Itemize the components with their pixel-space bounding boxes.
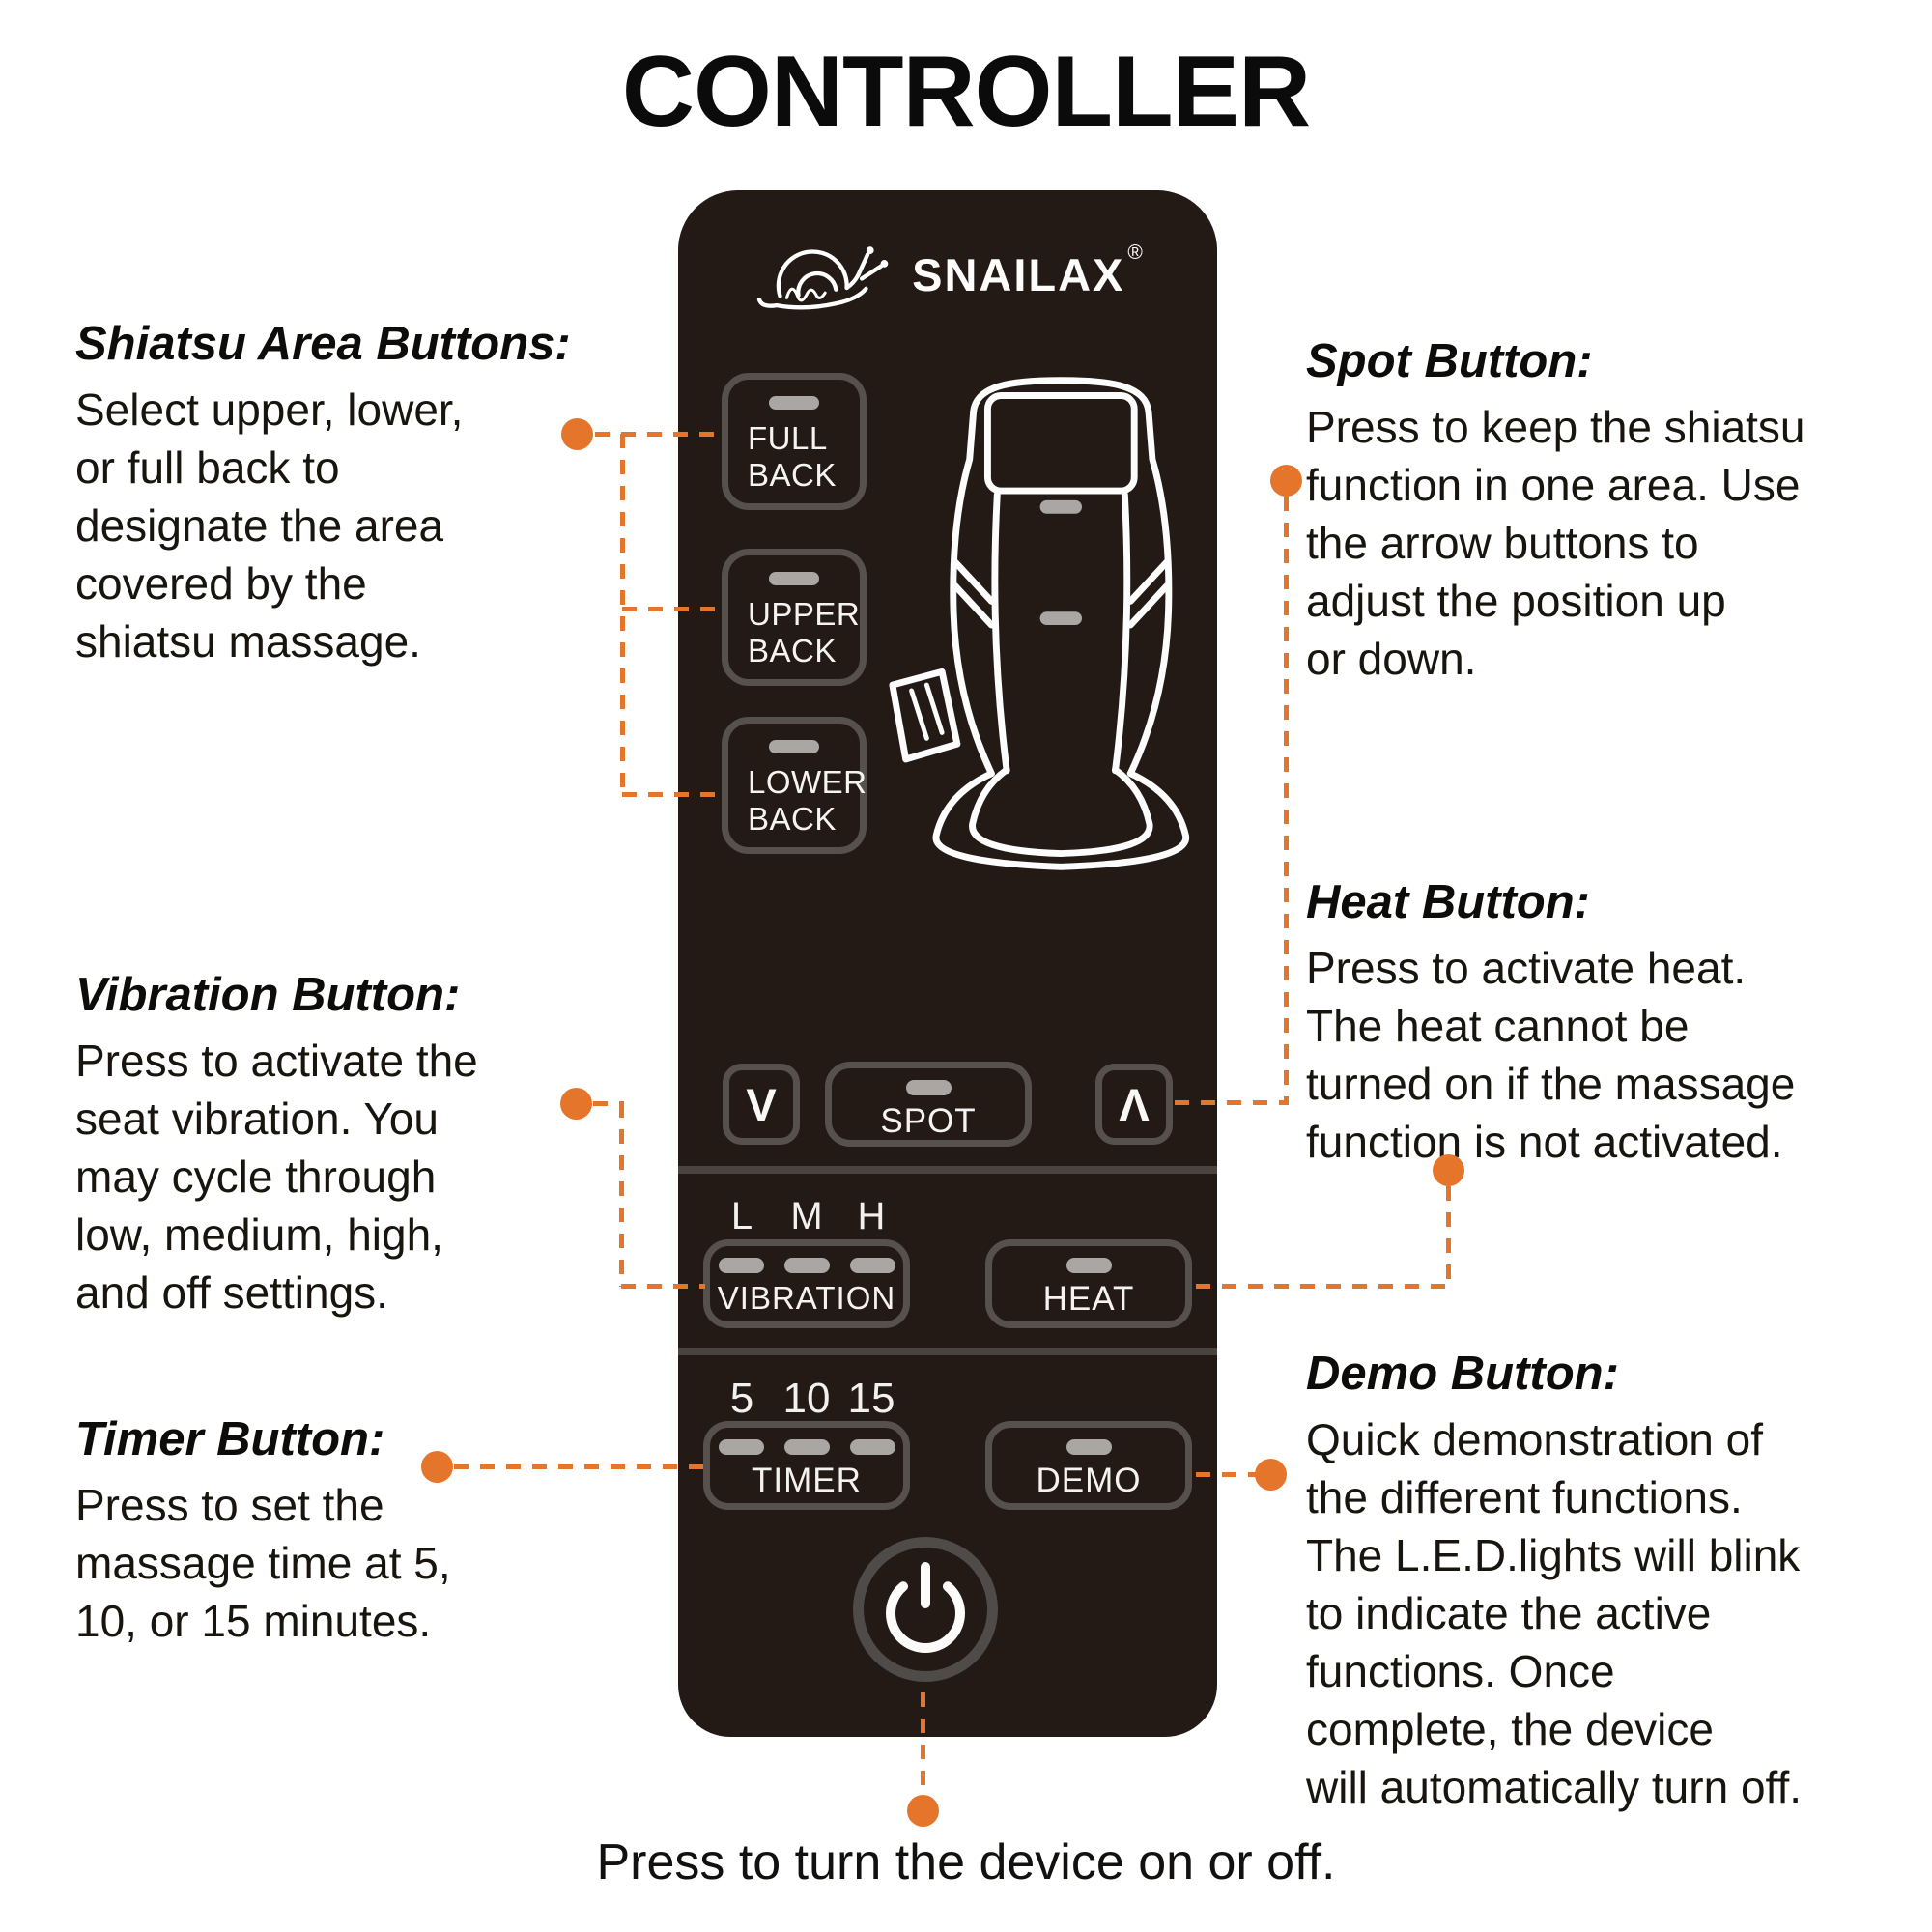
upper-back-button[interactable]: UPPER BACK	[722, 549, 867, 686]
demo-button[interactable]: DEMO	[985, 1421, 1192, 1510]
annotation-shiatsu: Shiatsu Area Buttons: Select upper, lowe…	[75, 317, 571, 670]
connector-line	[622, 607, 722, 611]
led-indicator	[905, 1080, 952, 1095]
annotation-shiatsu-heading: Shiatsu Area Buttons:	[75, 318, 571, 370]
led-indicator	[718, 1258, 764, 1273]
annotation-vibration: Vibration Button: Press to activate the …	[75, 968, 478, 1321]
led-indicator	[849, 1439, 895, 1455]
brand-logo: SNAILAX®	[678, 233, 1217, 317]
spot-button[interactable]: SPOT	[825, 1062, 1032, 1147]
timer-button[interactable]: TIMER	[703, 1421, 910, 1510]
lower-back-label: LOWER BACK	[748, 764, 867, 837]
registered-mark: ®	[1127, 242, 1145, 265]
snail-logo-icon	[753, 233, 898, 317]
annotation-timer: Timer Button: Press to set the massage t…	[75, 1412, 451, 1650]
page-title: CONTROLLER	[621, 36, 1311, 148]
led-indicator	[783, 1439, 830, 1455]
connector-line	[619, 1103, 624, 1287]
annotation-spot-heading: Spot Button:	[1306, 335, 1593, 387]
full-back-label: FULL BACK	[748, 420, 837, 493]
heat-label: HEAT	[1042, 1280, 1135, 1318]
connector-dot-heat	[1433, 1154, 1464, 1186]
connector-dot-shiatsu	[561, 418, 593, 450]
connector-dot-demo	[1255, 1459, 1287, 1491]
connector-line	[1175, 1100, 1289, 1105]
led-indicator	[769, 396, 819, 410]
annotation-heat: Heat Button: Press to activate heat. The…	[1306, 875, 1795, 1171]
connector-line	[595, 432, 722, 437]
connector-dot-power	[907, 1795, 939, 1827]
annotation-shiatsu-body: Select upper, lower, or full back to des…	[75, 384, 464, 667]
lower-back-button[interactable]: LOWER BACK	[722, 717, 867, 854]
annotation-heat-heading: Heat Button:	[1306, 876, 1590, 928]
timer-10-label: 10	[782, 1375, 831, 1422]
full-back-button[interactable]: FULL BACK	[722, 373, 867, 510]
annotation-demo-body: Quick demonstration of the different fun…	[1306, 1414, 1803, 1812]
led-indicator	[718, 1439, 764, 1455]
led-indicator	[1065, 1439, 1112, 1455]
power-symbol-icon	[877, 1559, 974, 1661]
demo-label: DEMO	[1036, 1462, 1142, 1499]
annotation-spot-body: Press to keep the shiatsu function in on…	[1306, 402, 1805, 684]
annotation-demo-heading: Demo Button:	[1306, 1348, 1619, 1400]
connector-dot-timer	[421, 1451, 453, 1483]
connector-line	[593, 1101, 624, 1106]
connector-dot-spot	[1270, 465, 1302, 497]
spot-label: SPOT	[880, 1102, 977, 1140]
connector-line	[620, 434, 625, 796]
connector-line	[921, 1692, 925, 1797]
annotation-vibration-body: Press to activate the seat vibration. Yo…	[75, 1036, 478, 1318]
annotation-demo: Demo Button: Quick demonstration of the …	[1306, 1347, 1802, 1816]
vibration-button[interactable]: VIBRATION	[703, 1239, 910, 1328]
controller-device: SNAILAX® FULL BACK UPPER BACK LOWER BACK	[678, 190, 1217, 1737]
timer-label: TIMER	[752, 1462, 862, 1499]
annotation-timer-heading: Timer Button:	[75, 1413, 385, 1465]
heat-button[interactable]: HEAT	[985, 1239, 1192, 1328]
annotation-vibration-heading: Vibration Button:	[75, 969, 461, 1021]
power-button[interactable]	[853, 1537, 998, 1682]
led-indicator	[769, 740, 819, 753]
connector-line	[1196, 1472, 1260, 1477]
connector-line	[1446, 1186, 1451, 1287]
timer-5-label: 5	[729, 1375, 754, 1422]
connector-line	[454, 1464, 705, 1469]
connector-line	[1196, 1284, 1449, 1289]
upper-back-label: UPPER BACK	[748, 596, 861, 668]
led-indicator	[783, 1258, 830, 1273]
connector-line	[621, 1284, 705, 1289]
vibration-level-high-label: H	[857, 1195, 886, 1237]
connector-line	[1284, 497, 1289, 1104]
annotation-heat-body: Press to activate heat. The heat cannot …	[1306, 943, 1796, 1167]
section-divider	[678, 1348, 1217, 1355]
annotation-spot: Spot Button: Press to keep the shiatsu f…	[1306, 334, 1805, 688]
led-indicator	[849, 1258, 895, 1273]
connector-dot-vibration	[560, 1088, 592, 1120]
led-indicator	[1065, 1258, 1112, 1273]
annotation-timer-body: Press to set the massage time at 5, 10, …	[75, 1480, 451, 1646]
chevron-down-icon: V	[746, 1078, 777, 1130]
vibration-level-medium-label: M	[790, 1195, 823, 1237]
timer-15-label: 15	[847, 1375, 895, 1422]
section-divider	[678, 1166, 1217, 1174]
arrow-down-button[interactable]: V	[723, 1064, 800, 1145]
vibration-label: VIBRATION	[717, 1280, 896, 1316]
power-note: Press to turn the device on or off.	[596, 1834, 1336, 1890]
connector-line	[622, 792, 722, 797]
brand-name: SNAILAX®	[912, 242, 1145, 300]
massage-seat-outline-icon	[885, 365, 1213, 892]
chevron-up-icon: Λ	[1119, 1078, 1150, 1130]
led-indicator	[769, 572, 819, 585]
vibration-level-low-label: L	[730, 1195, 753, 1237]
arrow-up-button[interactable]: Λ	[1095, 1064, 1173, 1145]
